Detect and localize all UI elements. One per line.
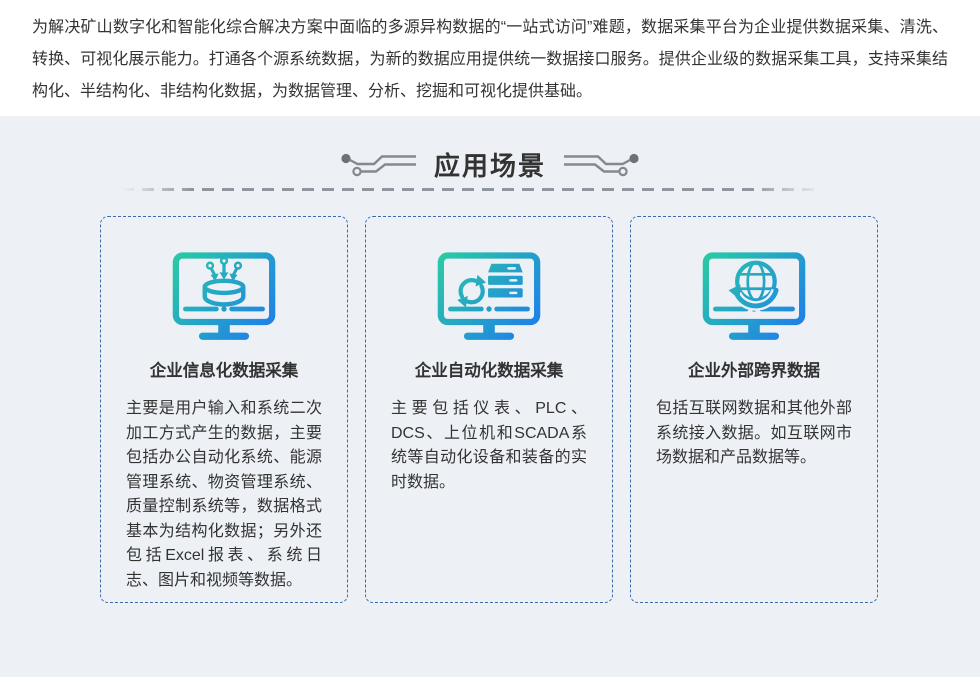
card-informatization-data-collection: 企业信息化数据采集 主要是用户输入和系统二次加工方式产生的数据，主要包括办公自动… [100,216,348,603]
card-title: 企业信息化数据采集 [149,362,299,380]
card-body: 包括互联网数据和其他外部系统接入数据。如互联网市场数据和产品数据等。 [631,397,877,471]
section-header: 应用场景 [0,144,980,184]
intro-paragraph: 为解决矿山数字化和智能化综合解决方案中面临的多源异构数据的“一站式访问”难题，数… [32,19,948,100]
card-title: 企业外部跨界数据 [688,362,820,380]
card-body-text: 包括互联网数据和其他外部系统接入数据。如互联网市场数据和产品数据等。 [656,400,852,466]
card-body-text: 主要包括仪表、PLC、DCS、上位机和SCADA系统等自动化设备和装备的实时数据… [391,400,587,491]
card-body-text: 主要是用户输入和系统二次加工方式产生的数据，主要包括办公自动化系统、能源管理系统… [126,400,322,589]
card-automation-data-collection: 企业自动化数据采集 主要包括仪表、PLC、DCS、上位机和SCADA系统等自动化… [365,216,613,603]
application-scenarios-section: 应用场景 [0,116,980,677]
monitor-globe-sync-icon [702,250,806,342]
intro-section: 为解决矿山数字化和智能化综合解决方案中面临的多源异构数据的“一站式访问”难题，数… [0,0,980,116]
card-body: 主要是用户输入和系统二次加工方式产生的数据，主要包括办公自动化系统、能源管理系统… [101,397,347,593]
circuit-ornament-right-icon [564,153,639,177]
monitor-server-sync-icon [437,250,541,342]
dashed-divider [122,188,822,191]
section-title: 应用场景 [433,150,546,181]
monitor-database-collect-icon [172,250,276,342]
card-external-cross-domain-data: 企业外部跨界数据 包括互联网数据和其他外部系统接入数据。如互联网市场数据和产品数… [630,216,878,603]
circuit-ornament-left-icon [341,153,416,177]
cards-row: 企业信息化数据采集 主要是用户输入和系统二次加工方式产生的数据，主要包括办公自动… [0,216,980,603]
card-body: 主要包括仪表、PLC、DCS、上位机和SCADA系统等自动化设备和装备的实时数据… [366,397,612,495]
card-title: 企业自动化数据采集 [414,362,564,380]
